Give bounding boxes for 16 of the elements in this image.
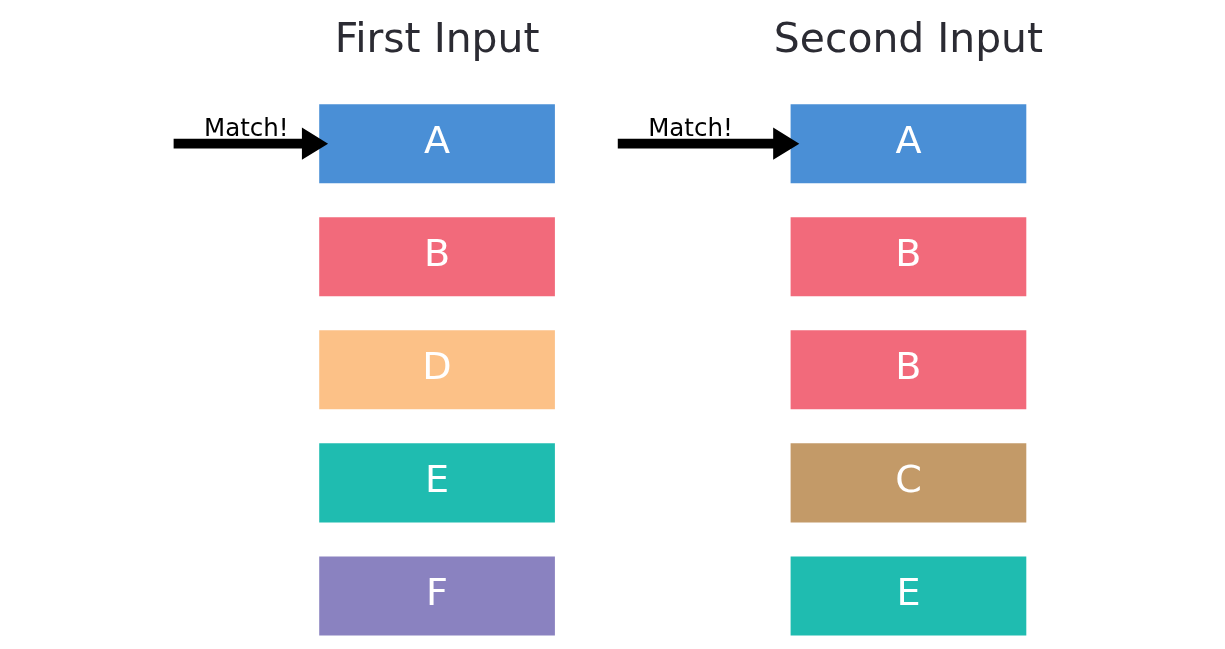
node-box: A <box>790 104 1026 184</box>
edge-label: Match! <box>647 113 733 143</box>
node-box: B <box>790 217 1026 297</box>
node-box: B <box>790 330 1026 410</box>
node-box: E <box>318 443 555 523</box>
edge-label: Match! <box>203 113 289 143</box>
label: First Input <box>334 13 539 62</box>
node-box: D <box>318 330 555 410</box>
label: Second Input <box>773 13 1043 62</box>
node-box: E <box>790 556 1026 636</box>
node-box: A <box>318 104 555 184</box>
node-box: B <box>318 217 555 297</box>
node-box: F <box>318 556 555 636</box>
arrow <box>617 127 799 160</box>
node-box: C <box>790 443 1026 523</box>
arrow <box>173 127 328 160</box>
